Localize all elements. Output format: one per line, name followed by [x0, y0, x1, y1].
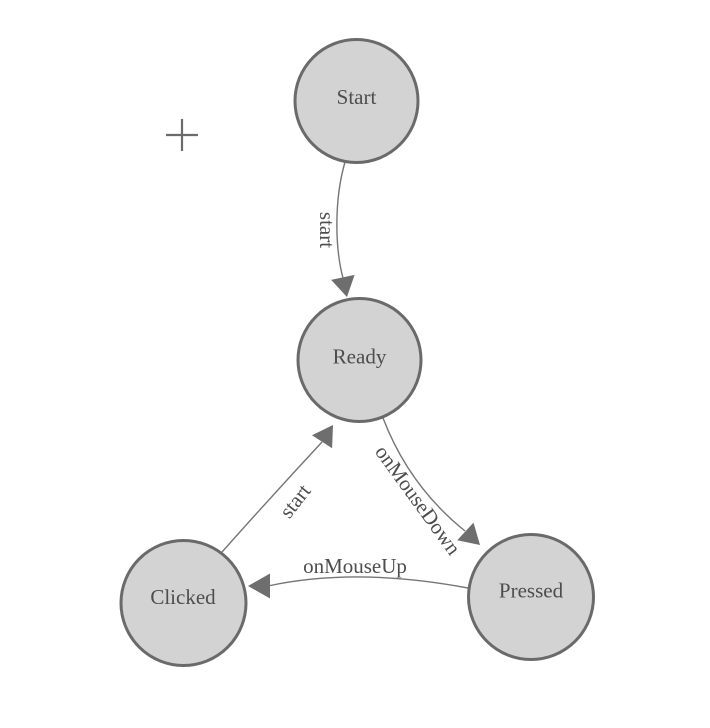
node-clicked[interactable]: Clicked	[119, 539, 248, 667]
arrowhead-into-pressed-icon	[457, 522, 480, 545]
node-pressed-label: Pressed	[499, 579, 564, 603]
node-pressed[interactable]: Pressed	[467, 533, 595, 661]
arrowhead-into-ready-bottom-icon	[312, 425, 333, 449]
edge-pressed-to-clicked: onMouseUp	[248, 554, 469, 599]
edge-line	[267, 576, 469, 589]
edge-line	[382, 417, 466, 532]
edge-label-onmousedown: onMouseDown	[370, 441, 466, 560]
node-start-label: Start	[337, 85, 377, 109]
node-pressed-circle[interactable]	[467, 533, 595, 661]
node-clicked-circle[interactable]	[119, 539, 248, 667]
edge-label-onmouseup: onMouseUp	[303, 554, 407, 578]
edge-label-start-bottom: start	[274, 479, 315, 522]
edge-line	[336, 161, 346, 279]
edge-line	[221, 441, 323, 553]
node-ready-label: Ready	[333, 345, 387, 369]
arrowhead-into-ready-icon	[331, 274, 355, 297]
arrowhead-into-clicked-icon	[248, 573, 270, 599]
node-start-circle[interactable]	[293, 38, 420, 164]
node-ready-circle[interactable]	[296, 297, 423, 423]
node-start[interactable]: Start	[293, 38, 420, 164]
edge-ready-to-pressed: onMouseDown	[370, 417, 480, 560]
edge-label-start-top: start	[315, 212, 339, 248]
crosshair-plus-icon	[166, 119, 198, 151]
node-clicked-label: Clicked	[150, 585, 216, 609]
edge-start-to-ready: start	[315, 161, 355, 297]
node-ready[interactable]: Ready	[296, 297, 423, 423]
edge-clicked-to-ready: start	[221, 425, 333, 553]
